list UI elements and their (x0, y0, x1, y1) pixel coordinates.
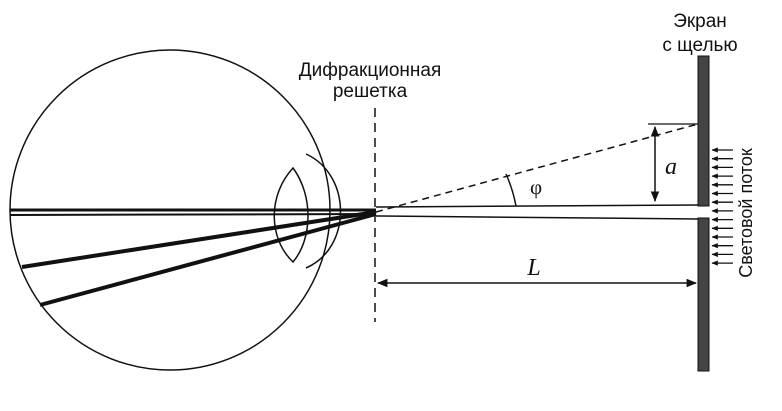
screen-upper-part (697, 55, 710, 207)
screen-label-line2: с щелью (662, 35, 737, 56)
angle-phi-label: φ (530, 175, 542, 199)
grating-label-line2: решетка (333, 81, 408, 102)
diffracted-ray-2 (39, 212, 377, 307)
diffracted-ray-1 (21, 210, 377, 269)
screen-label-line1: Экран (673, 11, 727, 32)
central-ray-lower (9, 213, 377, 216)
beam-edge-upper (375, 204, 699, 208)
rays-into-eye (9, 208, 377, 307)
angle-arc (505, 173, 517, 207)
screen-lower-part (697, 217, 710, 372)
light-flux-label: Световой поток (736, 148, 756, 278)
height-a-label: a (665, 154, 677, 180)
light-beam (375, 204, 699, 220)
beam-edge-lower (375, 215, 699, 220)
grating-label-line1: Дифракционная (299, 60, 441, 81)
light-flux-arrows (711, 147, 733, 266)
virtual-image-ray (375, 123, 699, 213)
eye-lens (273, 166, 309, 264)
distance-L-label: L (526, 255, 540, 281)
